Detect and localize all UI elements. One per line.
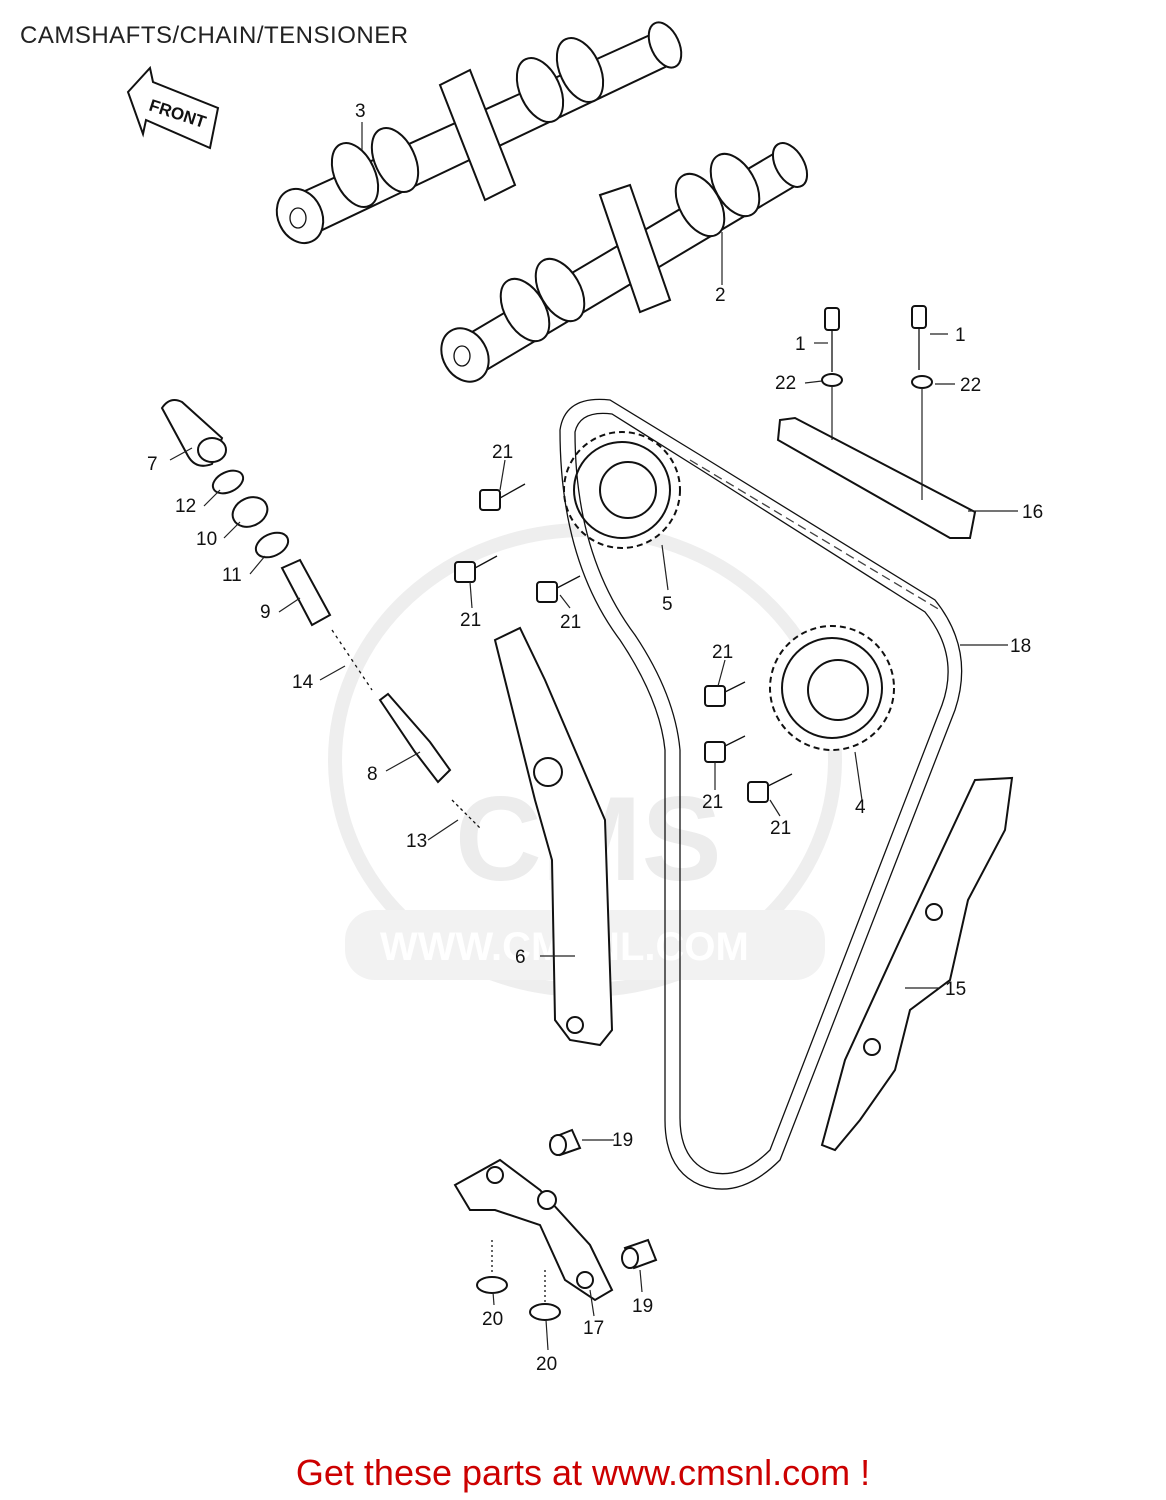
callout-16: 16 xyxy=(1022,502,1043,523)
upper-chain-guide xyxy=(776,305,977,539)
callout-9: 9 xyxy=(260,602,271,623)
callout-21: 21 xyxy=(492,442,513,463)
cam-sprocket-lower xyxy=(769,625,895,751)
leader-lines xyxy=(169,122,1018,1351)
callout-21: 21 xyxy=(560,612,581,633)
callout-7: 7 xyxy=(147,454,158,475)
callout-14: 14 xyxy=(292,672,314,693)
callout-15: 15 xyxy=(945,979,966,1000)
callout-6: 6 xyxy=(515,947,526,968)
camshaft-upper xyxy=(275,21,683,245)
lower-guide-bracket xyxy=(453,1128,658,1321)
callout-22: 22 xyxy=(775,373,796,394)
chain-tensioner-guide xyxy=(493,626,614,1047)
callout-5: 5 xyxy=(662,594,673,615)
cam-chain xyxy=(559,398,963,1190)
callout-22: 22 xyxy=(960,375,981,396)
front-arrow-icon: FRONT xyxy=(126,65,220,150)
callout-20: 20 xyxy=(482,1309,503,1330)
callout-3: 3 xyxy=(355,101,366,122)
callout-labels: 1 1 2 3 4 5 6 7 8 9 10 11 12 13 14 15 16… xyxy=(147,101,1043,1375)
callout-8: 8 xyxy=(367,764,378,785)
callout-2: 2 xyxy=(715,285,726,306)
callout-11: 11 xyxy=(222,565,242,586)
sprocket-bolts xyxy=(454,483,793,803)
callout-21: 21 xyxy=(770,818,791,839)
tensioner-assembly xyxy=(160,399,481,829)
camshaft-lower xyxy=(440,142,809,383)
callout-13: 13 xyxy=(406,831,427,852)
callout-19: 19 xyxy=(632,1296,653,1317)
callout-20: 20 xyxy=(536,1354,557,1375)
callout-21: 21 xyxy=(712,642,733,663)
page-title: CAMSHAFTS/CHAIN/TENSIONER xyxy=(20,22,409,49)
callout-1: 1 xyxy=(955,325,966,346)
callout-19: 19 xyxy=(612,1130,633,1151)
get-parts-link[interactable]: Get these parts at www.cmsnl.com ! xyxy=(295,1452,871,1493)
callout-4: 4 xyxy=(855,797,866,818)
callout-17: 17 xyxy=(583,1318,604,1339)
callout-21: 21 xyxy=(460,610,481,631)
callout-21: 21 xyxy=(702,792,723,813)
callout-12: 12 xyxy=(175,496,196,517)
callout-18: 18 xyxy=(1010,636,1031,657)
cam-sprocket-upper xyxy=(563,431,681,549)
parts-diagram: CMS WWW.CMSNL.COM FRONT xyxy=(126,21,1043,1375)
callout-10: 10 xyxy=(196,529,217,550)
rear-chain-guide xyxy=(820,776,1014,1152)
callout-1: 1 xyxy=(795,334,806,355)
